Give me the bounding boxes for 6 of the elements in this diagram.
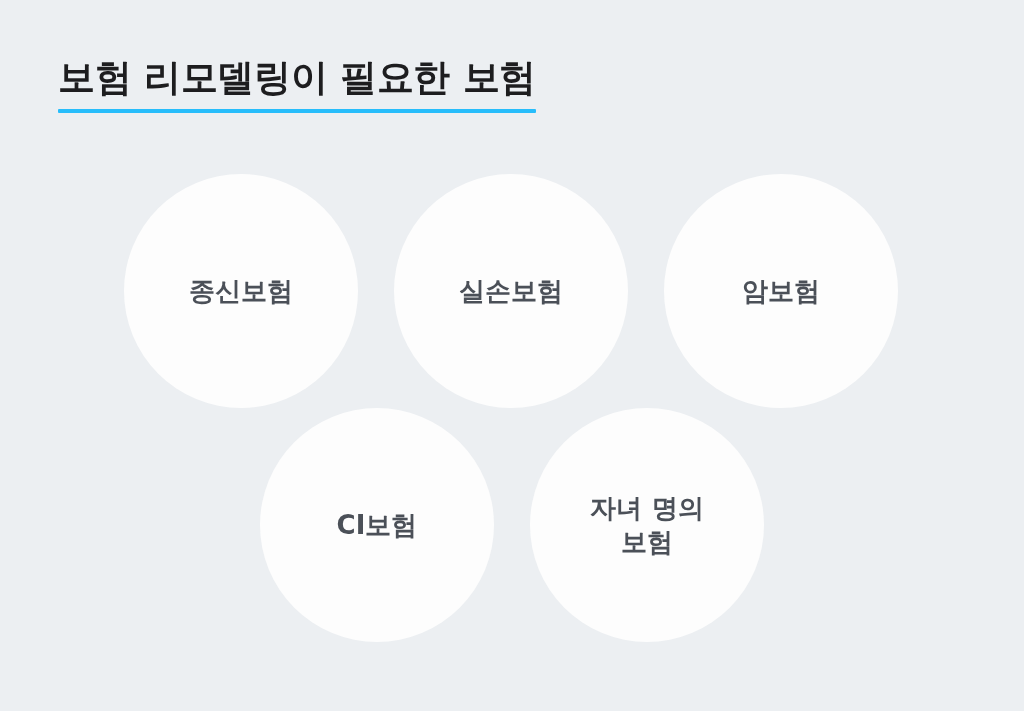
node-label: 암보험 [742,275,820,308]
node-label: 종신보험 [189,275,293,308]
node-label: CI보험 [336,509,418,542]
node-label: 자녀 명의 보험 [589,492,705,559]
title: 보험 리모델링이 필요한 보험 [58,55,537,101]
node-label: 실손보험 [459,275,563,308]
